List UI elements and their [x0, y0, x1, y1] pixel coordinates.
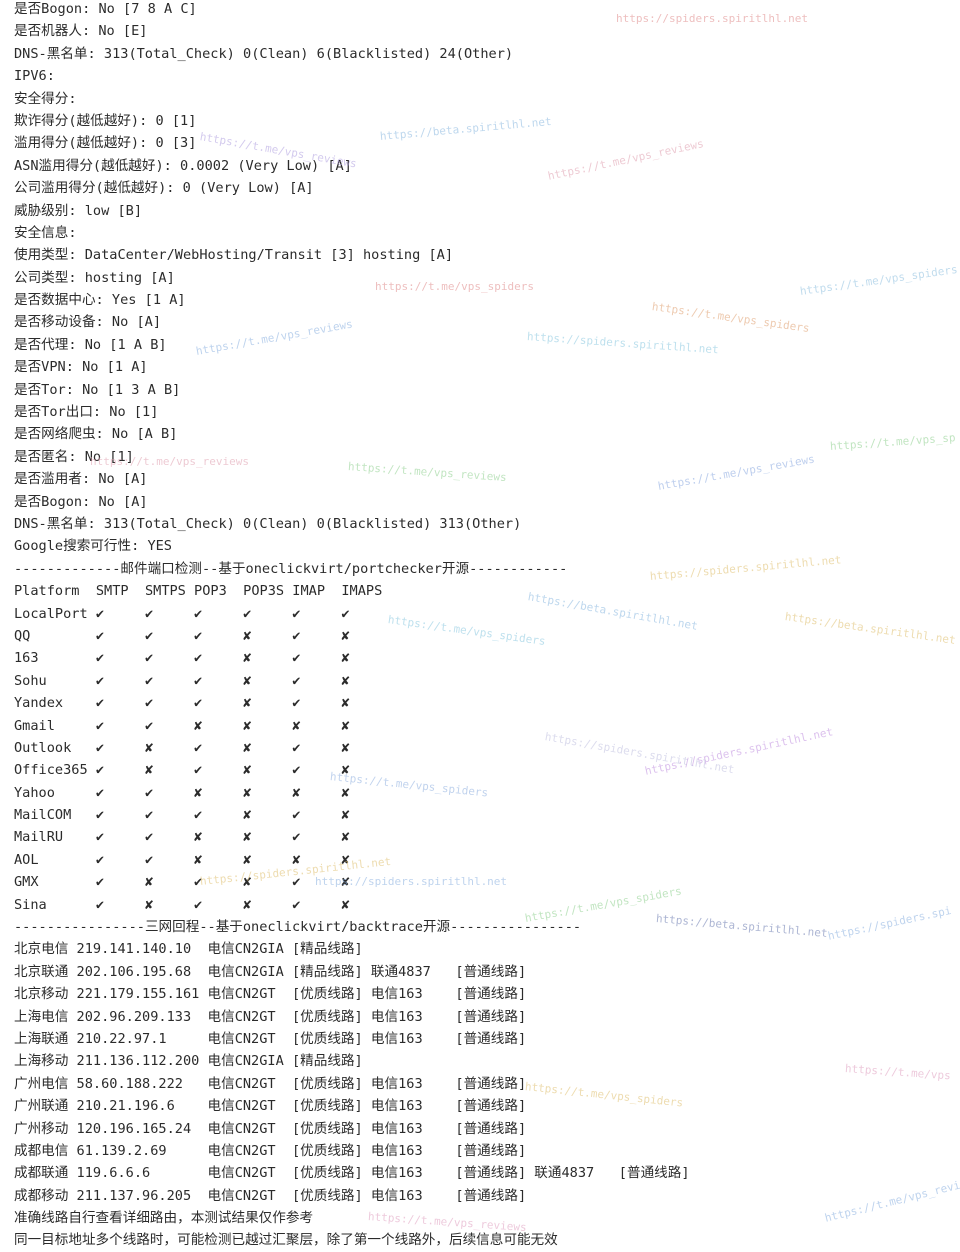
terminal-line: 是否网络爬虫: No [A B] — [14, 426, 178, 443]
terminal-line: Office365 ✔ ✘ ✔ ✘ ✔ ✘ — [14, 762, 350, 779]
terminal-line: 威胁级别: low [B] — [14, 202, 143, 219]
terminal-line: 公司类型: hosting [A] — [14, 269, 175, 286]
terminal-line: GMX ✔ ✘ ✔ ✘ ✔ ✘ — [14, 874, 350, 891]
terminal-line: LocalPort ✔ ✔ ✔ ✔ ✔ ✔ — [14, 605, 350, 622]
terminal-line: DNS-黑名单: 313(Total_Check) 0(Clean) 6(Bla… — [14, 45, 514, 62]
terminal-line: 上海移动 211.136.112.200 电信CN2GIA [精品线路] — [14, 1053, 363, 1070]
terminal-line: 成都联通 119.6.6.6 电信CN2GT [优质线路] 电信163 [普通线… — [14, 1165, 690, 1182]
terminal-line: Platform SMTP SMTPS POP3 POP3S IMAP IMAP… — [14, 583, 383, 600]
terminal-line: 是否VPN: No [1 A] — [14, 359, 148, 376]
terminal-line: 成都移动 211.137.96.205 电信CN2GT [优质线路] 电信163… — [14, 1187, 527, 1204]
terminal-line: 是否Tor: No [1 3 A B] — [14, 381, 181, 398]
terminal-line: 北京联通 202.106.195.68 电信CN2GIA [精品线路] 联通48… — [14, 963, 527, 980]
terminal-line: -------------邮件端口检测--基于oneclickvirt/port… — [14, 560, 568, 577]
terminal-output: 是否Bogon: No [7 8 A C] 是否机器人: No [E] DNS-黑名… — [14, 0, 954, 1252]
terminal-line: 广州电信 58.60.188.222 电信CN2GT [优质线路] 电信163 … — [14, 1075, 527, 1092]
terminal-line: Gmail ✔ ✔ ✘ ✘ ✘ ✘ — [14, 717, 350, 734]
terminal-line: 广州联通 210.21.196.6 电信CN2GT [优质线路] 电信163 [… — [14, 1098, 527, 1115]
terminal-line: Sina ✔ ✘ ✔ ✘ ✔ ✘ — [14, 896, 350, 913]
terminal-line: 准确线路自行查看详细路由，本测试结果仅作参考 — [14, 1210, 314, 1227]
terminal-line: 是否Tor出口: No [1] — [14, 404, 159, 421]
terminal-line: AOL ✔ ✔ ✘ ✘ ✘ ✘ — [14, 851, 350, 868]
terminal-line: 是否Bogon: No [7 8 A C] — [14, 1, 197, 17]
terminal-line: 是否数据中心: Yes [1 A] — [14, 292, 186, 309]
terminal-line: ----------------三网回程--基于oneclickvirt/bac… — [14, 919, 582, 936]
terminal-line: 成都电信 61.139.2.69 电信CN2GT [优质线路] 电信163 [普… — [14, 1142, 527, 1159]
terminal-line: 欺诈得分(越低越好): 0 [1] — [14, 112, 197, 129]
terminal-line: Yandex ✔ ✔ ✔ ✘ ✔ ✘ — [14, 695, 350, 712]
terminal-line: 北京电信 219.141.140.10 电信CN2GIA [精品线路] — [14, 941, 363, 958]
terminal-line: Google搜索可行性: YES — [14, 538, 172, 555]
terminal-line: 滥用得分(越低越好): 0 [3] — [14, 135, 197, 152]
terminal-line: MailRU ✔ ✔ ✘ ✘ ✔ ✘ — [14, 829, 350, 846]
terminal-line: 163 ✔ ✔ ✔ ✘ ✔ ✘ — [14, 650, 350, 667]
terminal-line: MailCOM ✔ ✔ ✔ ✘ ✔ ✘ — [14, 807, 350, 824]
terminal-line: Sohu ✔ ✔ ✔ ✘ ✔ ✘ — [14, 672, 350, 689]
terminal-line: 是否匿名: No [1] — [14, 448, 134, 465]
terminal-line: 是否滥用者: No [A] — [14, 471, 148, 488]
terminal-line: 同一目标地址多个线路时，可能检测已越过汇聚层，除了第一个线路外，后续信息可能无效 — [14, 1232, 558, 1249]
terminal-line: 是否移动设备: No [A] — [14, 314, 162, 331]
terminal-line: 安全得分: — [14, 90, 77, 107]
terminal-line: 是否机器人: No [E] — [14, 23, 148, 40]
terminal-line: 上海电信 202.96.209.133 电信CN2GT [优质线路] 电信163… — [14, 1008, 527, 1025]
terminal-line: 是否代理: No [1 A B] — [14, 336, 167, 353]
terminal-line: 上海联通 210.22.97.1 电信CN2GT [优质线路] 电信163 [普… — [14, 1030, 527, 1047]
terminal-line: 是否Bogon: No [A] — [14, 493, 148, 510]
terminal-line: Outlook ✔ ✘ ✔ ✘ ✔ ✘ — [14, 739, 350, 756]
terminal-line: 安全信息: — [14, 224, 77, 241]
terminal-line: DNS-黑名单: 313(Total_Check) 0(Clean) 0(Bla… — [14, 515, 522, 532]
terminal-line: 北京移动 221.179.155.161 电信CN2GT [优质线路] 电信16… — [14, 986, 527, 1003]
terminal-line: Yahoo ✔ ✔ ✘ ✘ ✘ ✘ — [14, 784, 350, 801]
terminal-line: 使用类型: DataCenter/WebHosting/Transit [3] … — [14, 247, 454, 264]
terminal-line: 公司滥用得分(越低越好): 0 (Very Low) [A] — [14, 180, 314, 197]
terminal-line: ASN滥用得分(越低越好): 0.0002 (Very Low) [A] — [14, 157, 352, 174]
terminal-line: 广州移动 120.196.165.24 电信CN2GT [优质线路] 电信163… — [14, 1120, 527, 1137]
terminal-line: QQ ✔ ✔ ✔ ✘ ✔ ✘ — [14, 627, 350, 644]
terminal-line: IPV6: — [14, 68, 55, 85]
